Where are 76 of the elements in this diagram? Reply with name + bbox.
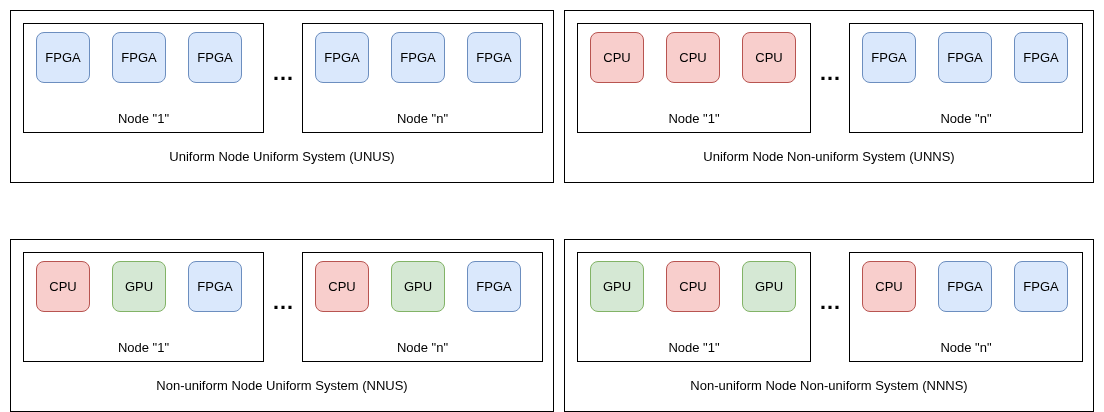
processor-box [1014, 32, 1068, 83]
node-title: Node "1" [667, 111, 721, 126]
processor-label: FPGA [45, 50, 81, 65]
processor-label: FPGA [476, 279, 512, 294]
processor-box [112, 261, 166, 312]
processor-label: FPGA [1023, 279, 1059, 294]
processor-label: GPU [403, 279, 433, 294]
processor-box [315, 32, 369, 83]
processor-box [112, 32, 166, 83]
system-box [564, 239, 1094, 412]
ellipsis: … [819, 63, 841, 83]
processor-box [742, 32, 796, 83]
node-box [23, 23, 264, 133]
system-title: Non-uniform Node Non-uniform System (NNNS) [689, 378, 969, 393]
processor-label: CPU [603, 50, 631, 65]
processor-label: FPGA [476, 50, 512, 65]
processor-box [36, 261, 90, 312]
processor-label: FPGA [121, 50, 157, 65]
processor-box [315, 261, 369, 312]
node-title: Node "n" [395, 340, 450, 355]
processor-box [666, 32, 720, 83]
processor-label: FPGA [324, 50, 360, 65]
processor-label: FPGA [197, 279, 233, 294]
processor-label: FPGA [871, 50, 907, 65]
node-title: Node "1" [667, 340, 721, 355]
ellipsis: … [272, 63, 294, 83]
processor-label: CPU [679, 50, 707, 65]
processor-box [467, 261, 521, 312]
processor-box [391, 32, 445, 83]
node-title: Node "n" [939, 111, 993, 126]
processor-box [938, 32, 992, 83]
processor-box [938, 261, 992, 312]
processor-label: CPU [49, 279, 77, 294]
node-box [849, 23, 1083, 133]
processor-label: FPGA [947, 50, 983, 65]
processor-label: CPU [875, 279, 903, 294]
node-box [577, 252, 811, 362]
system-title: Non-uniform Node Uniform System (NNUS) [155, 378, 409, 393]
processor-label: FPGA [400, 50, 436, 65]
processor-label: FPGA [197, 50, 233, 65]
node-box [302, 252, 543, 362]
processor-box [188, 32, 242, 83]
processor-label: CPU [755, 50, 783, 65]
system-box [10, 10, 554, 183]
node-box [849, 252, 1083, 362]
node-title: Node "n" [939, 340, 993, 355]
system-title: Uniform Node Non-uniform System (UNNS) [702, 149, 956, 164]
processor-box [467, 32, 521, 83]
system-box [564, 10, 1094, 183]
ellipsis: … [272, 292, 294, 312]
processor-box [666, 261, 720, 312]
processor-label: CPU [328, 279, 356, 294]
node-title: Node "n" [395, 111, 450, 126]
processor-box [590, 32, 644, 83]
processor-box [1014, 261, 1068, 312]
node-title: Node "1" [116, 111, 171, 126]
processor-box [862, 261, 916, 312]
processor-label: CPU [679, 279, 707, 294]
node-box [23, 252, 264, 362]
processor-box [36, 32, 90, 83]
node-box [577, 23, 811, 133]
processor-label: GPU [754, 279, 784, 294]
processor-label: GPU [602, 279, 632, 294]
processor-label: FPGA [1023, 50, 1059, 65]
processor-box [590, 261, 644, 312]
node-title: Node "1" [116, 340, 171, 355]
node-box [302, 23, 543, 133]
processor-box [742, 261, 796, 312]
processor-label: FPGA [947, 279, 983, 294]
processor-box [188, 261, 242, 312]
system-title: Uniform Node Uniform System (UNUS) [168, 149, 396, 164]
processor-box [391, 261, 445, 312]
system-box [10, 239, 554, 412]
processor-box [862, 32, 916, 83]
processor-label: GPU [124, 279, 154, 294]
ellipsis: … [819, 292, 841, 312]
